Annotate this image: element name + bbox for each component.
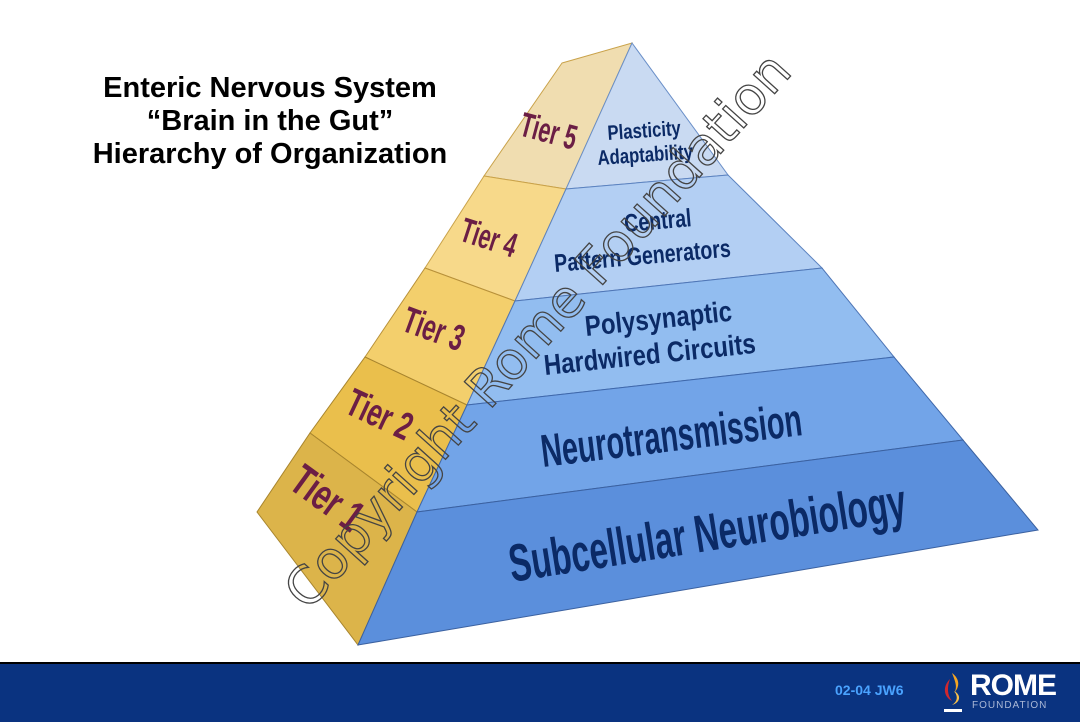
logo-wordmark: ROME bbox=[970, 669, 1057, 702]
pyramid-diagram: Tier 5 Tier 4 Tier 3 Tier 2 Tier 1 Plast… bbox=[256, 41, 1039, 646]
title-line-2: “Brain in the Gut” bbox=[146, 105, 394, 137]
footer-bar: 02-04 JW6 ROME FOUNDATION bbox=[0, 662, 1080, 722]
rome-foundation-logo: ROME FOUNDATION bbox=[938, 669, 1068, 717]
flame-icon bbox=[944, 673, 962, 712]
logo-subtitle: FOUNDATION bbox=[972, 700, 1048, 711]
title-line-1: Enteric Nervous System bbox=[103, 72, 437, 104]
tier-4-description-line-1: Central bbox=[623, 204, 692, 238]
slide-title: Enteric Nervous System “Brain in the Gut… bbox=[60, 72, 480, 171]
title-line-3: Hierarchy of Organization bbox=[92, 138, 448, 170]
tier-1-face bbox=[357, 439, 1039, 646]
slide-code: 02-04 JW6 bbox=[835, 682, 904, 698]
tier-5-description-line-1: Plasticity bbox=[607, 117, 682, 145]
